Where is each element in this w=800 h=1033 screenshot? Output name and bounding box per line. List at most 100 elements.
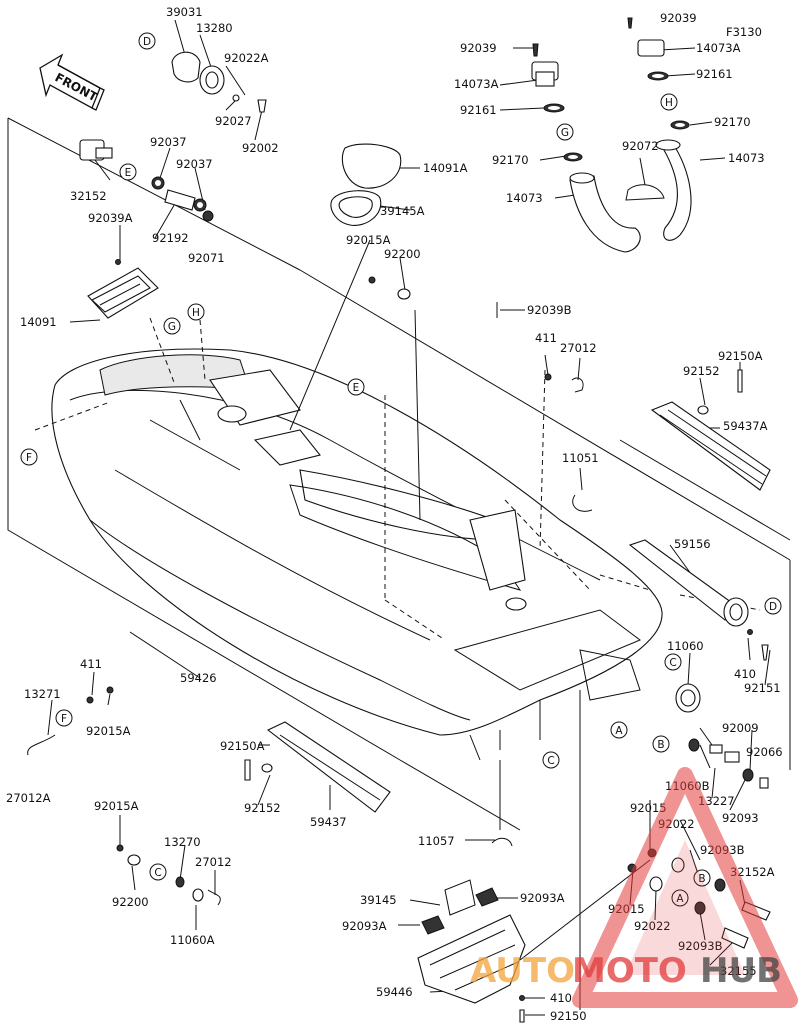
- ref-circle-f-left: F: [55, 709, 73, 727]
- label-92039A: 92039A: [88, 211, 133, 225]
- label-92037-1: 92037: [150, 135, 187, 149]
- ref-circle-d-right: D: [764, 597, 782, 615]
- part-59446-plate: [417, 914, 526, 1004]
- label-92039-1: 92039: [460, 41, 497, 55]
- ref-circle-g-hull: G: [163, 317, 181, 335]
- label-59437A: 59437A: [723, 419, 768, 433]
- front-arrow: FRONT: [39, 53, 105, 111]
- part-14073-hose-right: [655, 139, 692, 241]
- ref-circle-g-top: G: [556, 123, 574, 141]
- part-92093-oring: [742, 768, 754, 782]
- part-39031-cap: [171, 51, 201, 83]
- part-13280-seal: [199, 65, 225, 95]
- ref-circle-h-top: H: [660, 93, 678, 111]
- part-14091-cover: [87, 267, 159, 319]
- part-410-fastener-1: [747, 629, 753, 635]
- ref-circle-a-hull: A: [610, 721, 628, 739]
- label-39031: 39031: [166, 5, 203, 19]
- part-92093B-oring-1: [714, 878, 726, 892]
- svg-text:D: D: [769, 601, 777, 613]
- label-11060: 11060: [667, 639, 704, 653]
- part-27012-clip-2: [207, 889, 221, 906]
- part-92037-clamp-2: [193, 198, 207, 212]
- part-14091A-cover: [341, 143, 402, 189]
- part-92009-screw: [709, 744, 723, 754]
- label-14073-1: 14073: [506, 191, 543, 205]
- label-14073-2: 14073: [728, 151, 765, 165]
- svg-text:A: A: [676, 893, 684, 905]
- part-11060-gasket: [675, 683, 701, 713]
- ref-circle-b-hull: B: [652, 735, 670, 753]
- part-410-fastener-2: [519, 995, 525, 1001]
- label-39145A: 39145A: [380, 204, 425, 218]
- part-92200-washer: [397, 288, 411, 300]
- label-92066: 92066: [746, 745, 783, 759]
- part-92151-bolt: [761, 644, 769, 661]
- svg-text:C: C: [669, 657, 676, 669]
- label-13270: 13270: [164, 835, 201, 849]
- label-27012A: 27012A: [6, 791, 51, 805]
- part-13227-plate: [724, 751, 740, 763]
- svg-text:G: G: [561, 127, 569, 139]
- part-32155-fitting: [721, 927, 749, 949]
- ref-circle-c-right: C: [664, 653, 682, 671]
- part-39145-gasket: [444, 879, 476, 916]
- label-92161-2: 92161: [696, 67, 733, 81]
- label-92022A: 92022A: [224, 51, 269, 65]
- watermark-logo: [572, 767, 798, 1008]
- label-411-2: 411: [80, 657, 102, 671]
- part-92170-clamp-right: [670, 120, 690, 130]
- part-92152-washer-2: [261, 763, 273, 773]
- assembly-frame: [7, 117, 791, 831]
- part-92072-strap: [625, 184, 665, 201]
- label-92015-1: 92015: [630, 801, 667, 815]
- part-92015A-bolt: [368, 276, 376, 284]
- svg-text:B: B: [698, 873, 705, 885]
- label-92200-1: 92200: [384, 247, 421, 261]
- label-27012-2: 27012: [195, 855, 232, 869]
- part-92015A-bolt-2: [106, 686, 114, 694]
- svg-text:E: E: [125, 167, 132, 179]
- svg-text:HUB: HUB: [700, 951, 782, 991]
- label-92015A-3: 92015A: [94, 799, 139, 813]
- part-92002-bolt: [257, 99, 267, 113]
- part-27012A-clip: [27, 734, 56, 756]
- part-14073A-fitting-left: [531, 61, 559, 87]
- label-59446: 59446: [376, 985, 413, 999]
- svg-text:C: C: [547, 755, 554, 767]
- part-32152-fitting: [79, 139, 113, 161]
- part-11057-clip: [491, 837, 513, 847]
- part-92150-bolt: [519, 1009, 525, 1023]
- svg-text:G: G: [168, 321, 176, 333]
- label-11057: 11057: [418, 834, 455, 848]
- label-13271: 13271: [24, 687, 61, 701]
- part-14073A-fitting-right: [637, 39, 665, 57]
- label-92009: 92009: [722, 721, 759, 735]
- part-92161-oring-right: [647, 71, 669, 81]
- part-92093A-pad-2: [421, 915, 445, 935]
- label-32152: 32152: [70, 189, 107, 203]
- label-92152-1: 92152: [683, 364, 720, 378]
- svg-text:H: H: [665, 97, 673, 109]
- part-92039-clip-right: [627, 17, 633, 29]
- ref-circle-c-hull: C: [542, 751, 560, 769]
- ref-circle-b-bottom: B: [693, 869, 711, 887]
- label-14091A: 14091A: [423, 161, 468, 175]
- part-92071-plug: [202, 210, 214, 222]
- part-92022-washer-2: [649, 876, 663, 892]
- label-92192: 92192: [152, 231, 189, 245]
- svg-text:B: B: [657, 739, 664, 751]
- label-59156: 59156: [674, 537, 711, 551]
- part-92039A-clip: [115, 259, 121, 265]
- label-92150: 92150: [550, 1009, 587, 1023]
- label-92072: 92072: [622, 139, 659, 153]
- leader-lines: [47, 19, 771, 1016]
- svg-text:H: H: [192, 307, 200, 319]
- label-92027: 92027: [215, 114, 252, 128]
- label-410-2: 410: [550, 991, 572, 1005]
- label-92152-2: 92152: [244, 801, 281, 815]
- label-92002: 92002: [242, 141, 279, 155]
- label-411-1: 411: [535, 331, 557, 345]
- part-59437-rail: [266, 721, 391, 813]
